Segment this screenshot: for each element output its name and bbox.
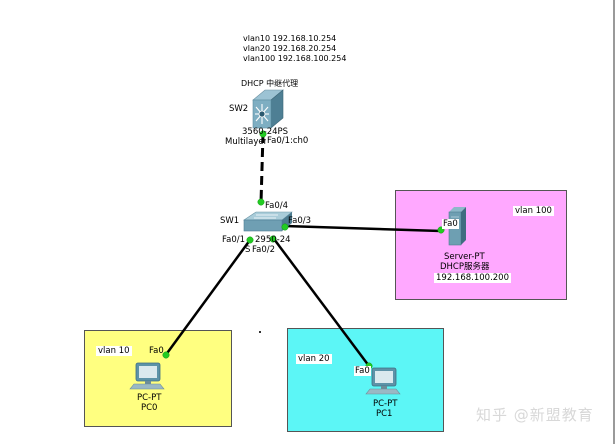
dhcp-relay-note: DHCP 中继代理: [241, 79, 299, 89]
port-led-sw2-fa0-1: [259, 130, 267, 138]
pc0-name-label: PC0: [141, 403, 158, 413]
sw2-name-label: SW2: [229, 104, 249, 114]
vlan20-label: vlan 20: [296, 354, 332, 364]
port-led-sw1-fa0-4: [257, 198, 265, 206]
sw1-port-fa0-2-label: Fa0/2: [252, 245, 275, 255]
note-line-vlan100: vlan100 192.168.100.254: [243, 54, 347, 63]
vlan20-area[interactable]: [287, 328, 444, 432]
link-sw1-pc0: [163, 239, 252, 357]
sw1-partial-label: S: [245, 245, 251, 255]
canvas-right-border: [613, 0, 615, 444]
server-name-label: DHCP服务器: [440, 262, 490, 272]
canvas-dot: [259, 331, 261, 333]
sw1-port-fa0-1-label: Fa0/1: [222, 235, 245, 245]
vlan10-label: vlan 10: [96, 346, 132, 356]
server-type-label: Server-PT: [444, 252, 485, 262]
sw2-model-label: 3560-24PS: [242, 127, 289, 137]
link-sw1-pc1: [272, 238, 371, 367]
sw1-model-label: 2950-24: [255, 235, 291, 245]
note-line-vlan20: vlan20 192.168.20.254: [243, 44, 337, 53]
pc0-type-label: PC-PT: [137, 393, 162, 403]
link-sw2-sw1: [259, 133, 265, 204]
pc-icon: [129, 362, 165, 390]
pc-icon: [365, 367, 401, 395]
multilayer-switch-icon: [252, 89, 284, 129]
sw2-channel-name: ch0: [292, 136, 309, 146]
port-led-pc0-fa0: [162, 351, 170, 359]
pc0-port-label: Fa0: [149, 346, 164, 356]
sw2-port-label: Fa0/1:ch0: [267, 136, 309, 146]
sw1-port-fa0-4-label: Fa0/4: [265, 201, 288, 211]
port-led-sw1-fa0-1: [246, 236, 254, 244]
note-line-vlan10: vlan10 192.168.10.254: [243, 34, 337, 43]
server-port-label: Fa0: [442, 219, 459, 229]
server-ip-label: 192.168.100.200: [434, 273, 512, 283]
link-sw1-server: [284, 224, 442, 233]
pc1-port-label: Fa0: [354, 366, 371, 376]
sw1-name-label: SW1: [220, 216, 240, 226]
sw2-type-label: Multilayer: [225, 137, 266, 147]
port-led-sw1-fa0-3: [281, 223, 289, 231]
port-led-sw1-fa0-2: [269, 235, 277, 243]
pc1-type-label: PC-PT: [373, 399, 398, 409]
vlan-gateway-note: vlan10 192.168.10.254 vlan20 192.168.20.…: [240, 33, 350, 65]
pc1-name-label: PC1: [376, 409, 393, 419]
sw2-port-name: Fa0/1: [267, 136, 290, 146]
vlan100-label: vlan 100: [513, 206, 554, 216]
sw1-port-fa0-3-label: Fa0/3: [288, 216, 311, 226]
watermark: 知乎 @新盟教育: [476, 406, 594, 424]
